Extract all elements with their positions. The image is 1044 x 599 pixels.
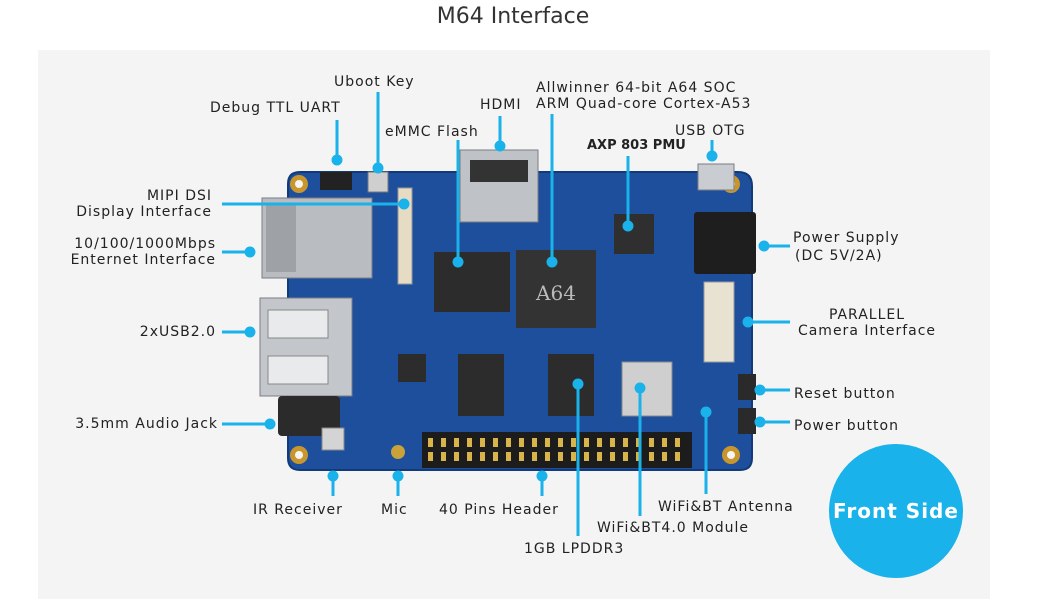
label-audio-jack: 3.5mm Audio Jack <box>75 416 218 432</box>
callout-ethernet-dot <box>244 246 256 258</box>
front-side-label: Front Side <box>833 499 959 523</box>
label-wifi-antenna: WiFi&BT Antenna <box>658 499 794 515</box>
callout-pins-dot <box>536 470 548 482</box>
callout-ir-dot <box>327 470 339 482</box>
callout-power-btn-dot <box>754 416 766 428</box>
reset-switch <box>738 374 756 400</box>
label-uboot-key: Uboot Key <box>334 74 415 90</box>
pmu-chip <box>614 214 654 254</box>
label-usb2: 2xUSB2.0 <box>139 324 216 340</box>
audio-jack <box>278 396 340 436</box>
callout-lpddr3-dot <box>572 378 584 390</box>
callout-mipi-dot <box>398 198 410 210</box>
lpddr3-chip <box>548 354 594 416</box>
label-soc-line2: ARM Quad-core Cortex-A53 <box>536 96 752 112</box>
label-debug-ttl-uart: Debug TTL UART <box>210 100 341 116</box>
emmc-chip <box>434 252 510 312</box>
label-soc-line1: Allwinner 64-bit A64 SOC <box>536 80 737 96</box>
mic-component <box>391 445 405 459</box>
label-emmc-flash: eMMC Flash <box>385 124 479 140</box>
front-side-badge: Front Side <box>829 444 963 578</box>
label-usb-otg: USB OTG <box>675 123 746 139</box>
gpio-header <box>422 432 692 468</box>
power-switch <box>738 408 756 434</box>
callout-power-dot <box>758 240 770 252</box>
label-reset-button: Reset button <box>794 386 896 402</box>
label-wifi-module: WiFi&BT4.0 Module <box>597 520 750 536</box>
callout-usb2-dot <box>244 326 256 338</box>
callout-antenna-dot <box>700 406 712 418</box>
dc-power-jack <box>694 212 756 274</box>
label-power-button: Power button <box>794 418 899 434</box>
callout-wifi-dot <box>634 382 646 394</box>
label-axp-pmu: AXP 803 PMU <box>587 138 686 153</box>
label-ethernet-line1: 10/100/1000Mbps <box>74 236 216 252</box>
label-hdmi: HDMI <box>480 97 522 113</box>
mipi-connector <box>397 187 413 285</box>
callout-camera-dot <box>742 316 754 328</box>
callout-uboot-dot <box>372 162 384 174</box>
uboot-button <box>367 171 389 193</box>
camera-connector <box>703 281 735 363</box>
label-lpddr3: 1GB LPDDR3 <box>524 541 625 557</box>
callout-otg-dot <box>706 150 718 162</box>
usb-otg-port <box>697 163 735 191</box>
label-ethernet-line2: Enternet Interface <box>70 252 216 268</box>
label-ir-receiver: IR Receiver <box>253 502 343 518</box>
callout-reset-dot <box>754 384 766 396</box>
callout-soc-dot <box>546 256 558 268</box>
label-mipi-line1: MIPI DSI <box>146 188 212 204</box>
callout-audio-dot <box>264 418 276 430</box>
callout-mic-dot <box>392 470 404 482</box>
wifi-module <box>621 361 673 417</box>
page-title: M64 Interface <box>436 4 590 29</box>
callout-emmc-dot <box>452 256 464 268</box>
label-camera-line2: Camera Interface <box>797 323 937 339</box>
callout-debug-dot <box>331 154 343 166</box>
label-power-line2: (DC 5V/2A) <box>795 248 883 264</box>
label-power-line1: Power Supply <box>793 230 900 246</box>
label-mic: Mic <box>381 502 408 518</box>
ir-receiver <box>321 427 345 451</box>
debug-header <box>320 172 352 190</box>
callout-hdmi-dot <box>494 140 506 152</box>
callout-pmu-dot <box>622 220 634 232</box>
label-mipi-line2: Display Interface <box>76 204 212 220</box>
label-camera-line1: PARALLEL <box>828 307 906 323</box>
soc-marking: A64 <box>535 281 576 305</box>
label-pins-header: 40 Pins Header <box>439 502 559 518</box>
